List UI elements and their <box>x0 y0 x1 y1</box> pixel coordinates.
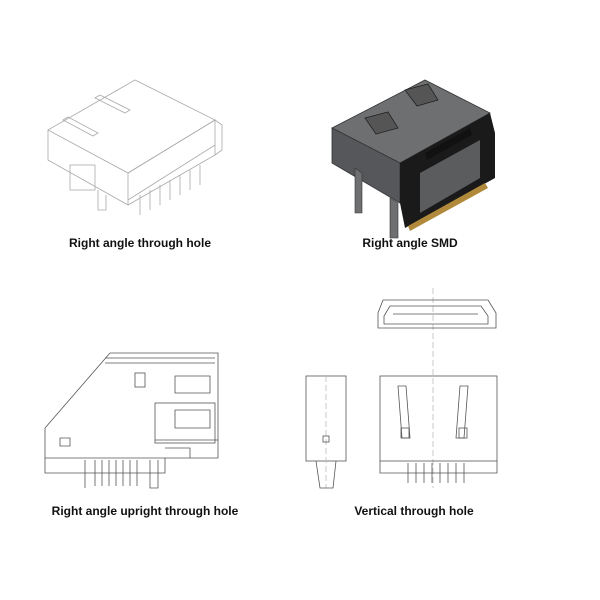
right-angle-upright-through-hole-drawing <box>44 352 219 489</box>
figure-caption: Vertical through hole <box>354 504 474 518</box>
figure-caption: Right angle SMD <box>362 236 458 250</box>
right-angle-smd-drawing <box>331 79 495 239</box>
figure-caption: Right angle through hole <box>69 236 211 250</box>
figure-caption: Right angle upright through hole <box>51 504 239 518</box>
right-angle-through-hole-drawing <box>47 79 223 215</box>
vertical-through-hole-drawing <box>305 288 498 489</box>
